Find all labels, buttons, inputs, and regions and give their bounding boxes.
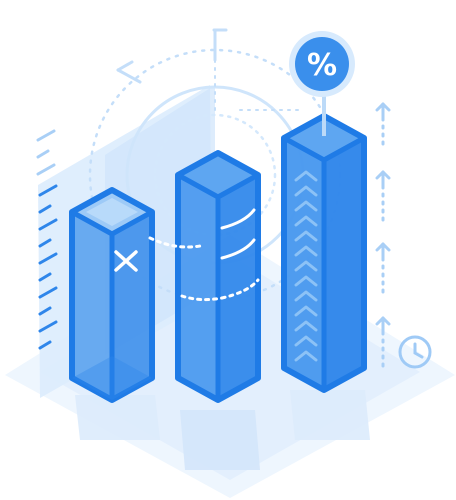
percent-badge-icon: % (289, 31, 355, 97)
arrow-up-icon (375, 102, 391, 152)
chevron-stack-icon (294, 170, 318, 362)
scale-ticks (38, 184, 58, 350)
up-arrows (375, 102, 391, 370)
decorative-ticks (116, 28, 228, 72)
bar-middle (148, 150, 261, 403)
arrow-up-icon (375, 316, 391, 370)
clock-icon (398, 335, 432, 369)
percent-symbol: % (307, 48, 337, 83)
arrow-up-icon (375, 170, 391, 224)
bar-right (281, 96, 367, 393)
cross-mark-icon (114, 250, 138, 272)
arrow-up-icon (375, 242, 391, 297)
orbit-lines (148, 208, 260, 302)
scale-ticks-light (36, 129, 56, 176)
bar-left (69, 187, 155, 403)
